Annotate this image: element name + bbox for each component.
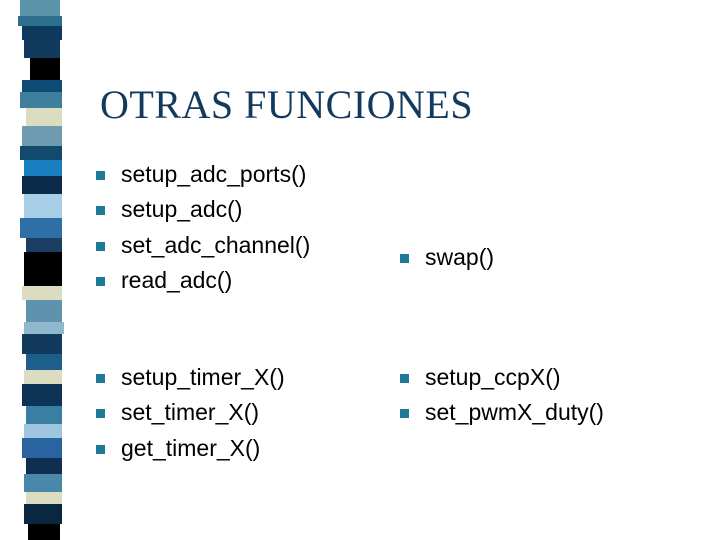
square-bullet-icon bbox=[96, 241, 105, 251]
ribbon-segment bbox=[26, 492, 62, 504]
list-item-label: set_timer_X() bbox=[121, 399, 260, 426]
square-bullet-icon bbox=[96, 277, 105, 287]
left-column-group-1: setup_adc_ports() setup_adc() set_adc_ch… bbox=[96, 160, 396, 302]
ribbon-segment bbox=[24, 160, 62, 176]
list-item: setup_timer_X() bbox=[96, 363, 396, 392]
ribbon-segment bbox=[22, 80, 62, 92]
list-item: read_adc() bbox=[96, 266, 396, 295]
list-item: set_timer_X() bbox=[96, 398, 396, 427]
ribbon-segment bbox=[22, 126, 62, 146]
ribbon-segment bbox=[26, 406, 62, 424]
ribbon-segment bbox=[24, 322, 64, 334]
list-item-label: read_adc() bbox=[121, 267, 233, 294]
ribbon-segment bbox=[26, 300, 62, 322]
ribbon-segment bbox=[24, 370, 62, 384]
ribbon-segment bbox=[20, 0, 60, 16]
ribbon-segment bbox=[26, 108, 62, 126]
list-item-label: setup_timer_X() bbox=[121, 364, 285, 390]
ribbon-segment bbox=[24, 40, 60, 58]
list-item: setup_adc() bbox=[96, 195, 396, 224]
ribbon-segment bbox=[24, 252, 62, 286]
decorative-ribbon bbox=[0, 0, 74, 540]
ribbon-segment bbox=[22, 176, 62, 194]
square-bullet-icon bbox=[400, 254, 409, 263]
square-bullet-icon bbox=[96, 444, 105, 454]
ribbon-segment bbox=[24, 474, 62, 492]
square-bullet-icon bbox=[96, 206, 105, 216]
list-item-label: get_timer_X() bbox=[121, 434, 261, 461]
list-item: setup_ccpX() bbox=[400, 363, 700, 392]
ribbon-segment bbox=[22, 334, 62, 354]
square-bullet-icon bbox=[96, 374, 105, 383]
page-title: OTRAS FUNCIONES bbox=[100, 81, 474, 127]
ribbon-segment bbox=[26, 458, 62, 474]
ribbon-segment bbox=[22, 384, 62, 406]
right-column-group-1: swap() bbox=[400, 243, 700, 278]
ribbon-segment bbox=[22, 26, 62, 40]
square-bullet-icon bbox=[96, 409, 105, 419]
ribbon-segment bbox=[24, 424, 62, 438]
square-bullet-icon bbox=[400, 409, 409, 419]
list-item: set_pwmX_duty() bbox=[400, 398, 700, 427]
ribbon-segment bbox=[20, 92, 62, 108]
square-bullet-icon bbox=[96, 171, 105, 180]
list-item-label: setup_adc() bbox=[121, 196, 243, 223]
ribbon-segment bbox=[22, 438, 62, 458]
list-item-label: swap() bbox=[425, 244, 495, 270]
list-item-label: setup_ccpX() bbox=[425, 364, 561, 390]
list-item: get_timer_X() bbox=[96, 434, 396, 463]
square-bullet-icon bbox=[400, 374, 409, 383]
ribbon-segment bbox=[28, 524, 60, 540]
ribbon-segment bbox=[22, 286, 62, 300]
ribbon-segment bbox=[20, 218, 62, 238]
list-item-label: set_adc_channel() bbox=[121, 231, 311, 258]
ribbon-segment bbox=[20, 146, 62, 160]
ribbon-segment bbox=[18, 16, 62, 26]
list-item: set_adc_channel() bbox=[96, 231, 396, 260]
list-item: setup_adc_ports() bbox=[96, 160, 396, 189]
list-item-label: set_pwmX_duty() bbox=[425, 399, 604, 426]
ribbon-segment bbox=[24, 194, 62, 218]
list-item: swap() bbox=[400, 243, 700, 272]
ribbon-segment bbox=[26, 354, 62, 370]
right-column-group-2: setup_ccpX() set_pwmX_duty() bbox=[400, 363, 700, 434]
ribbon-segment bbox=[30, 58, 60, 80]
ribbon-segment bbox=[26, 238, 62, 252]
left-column-group-2: setup_timer_X() set_timer_X() get_timer_… bbox=[96, 363, 396, 469]
list-item-label: setup_adc_ports() bbox=[121, 161, 307, 187]
ribbon-segment bbox=[24, 504, 62, 524]
